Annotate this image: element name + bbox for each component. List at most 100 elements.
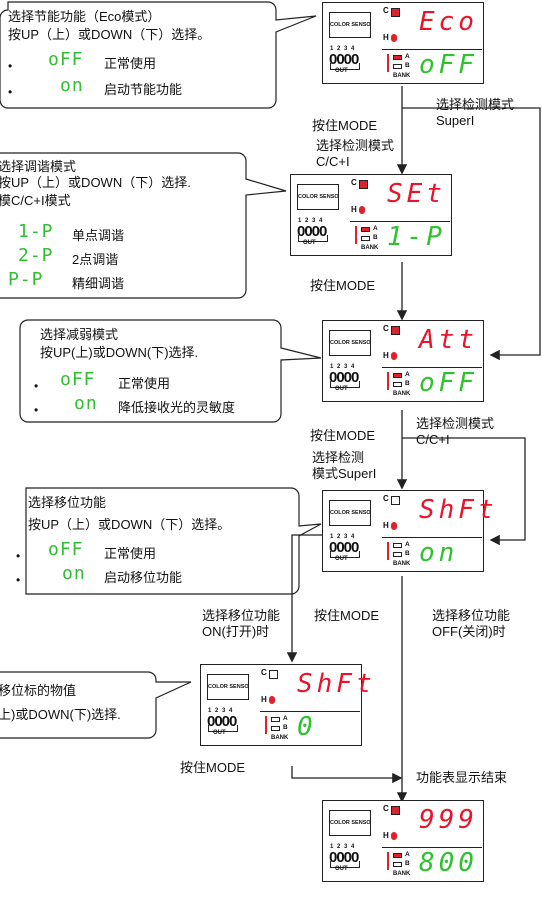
- bubble-5-instruction: 上)或DOWN(下)选择.: [0, 707, 121, 722]
- bank-label: BANK: [271, 735, 289, 741]
- shift-on-label: ON(打开)时: [202, 624, 270, 639]
- bank-b-label: B: [373, 234, 378, 241]
- bank-a-label: A: [405, 541, 410, 548]
- bank-bar: [387, 542, 389, 560]
- output-leds: 0000: [329, 849, 359, 866]
- h-indicator: [391, 34, 397, 42]
- green-display: oFF: [419, 50, 478, 80]
- out-bracket: [330, 551, 360, 558]
- bubble-4-outline: [25, 487, 322, 595]
- option-code: 2-P: [18, 245, 54, 266]
- separator: [382, 847, 482, 848]
- output-leds: 0000: [297, 223, 327, 240]
- red-display: ShFt: [297, 669, 376, 699]
- hold-mode-label: 按住MODE: [180, 760, 246, 775]
- option-code: oFF: [48, 539, 84, 560]
- red-display: SEt: [387, 179, 446, 209]
- hold-mode-label: 按住MODE: [312, 118, 378, 133]
- out-bracket: [208, 725, 238, 732]
- bank-b-label: B: [405, 550, 410, 557]
- output-numbers: 1 2 3 4: [208, 708, 234, 714]
- bubble-4-title: 选择移位功能: [28, 495, 107, 510]
- bank-a-indicator: [393, 543, 402, 548]
- bank-label: BANK: [393, 561, 411, 567]
- red-display: Eco: [419, 7, 478, 37]
- option-code: 1-P: [18, 221, 54, 242]
- bank-a-indicator: [393, 55, 402, 60]
- select-mode-label: SuperI: [436, 113, 475, 128]
- output-leds: 0000: [329, 369, 359, 386]
- green-display: 1-P: [387, 222, 446, 252]
- shift-on-label: 选择移位功能: [202, 608, 281, 623]
- h-indicator: [269, 696, 275, 704]
- option-text: 精细调谐: [72, 276, 125, 291]
- bank-a-label: A: [405, 851, 410, 858]
- bubble-3-title: 选择减弱模式: [40, 327, 119, 342]
- bank-a-indicator: [393, 853, 402, 858]
- end-label: 功能表显示结束: [416, 770, 508, 785]
- out-bracket: [330, 381, 360, 388]
- bullet: •: [16, 549, 21, 563]
- bank-b-label: B: [405, 860, 410, 867]
- option-text: 启动节能功能: [104, 82, 183, 97]
- c-indicator: [391, 326, 400, 335]
- bank-a-indicator: [393, 373, 402, 378]
- bullet: •: [8, 59, 13, 73]
- shift-off-label: OFF(关闭)时: [432, 624, 506, 639]
- out-label: OUT: [335, 556, 348, 562]
- c-label: C: [261, 668, 267, 677]
- bank-a-indicator: [361, 227, 370, 232]
- output-leds: 0000: [329, 539, 359, 556]
- bank-b-indicator: [271, 726, 280, 731]
- green-display: oFF: [419, 368, 478, 398]
- out-label: OUT: [335, 386, 348, 392]
- option-code: on: [60, 75, 84, 96]
- green-display: on: [419, 538, 459, 568]
- red-display: 999: [419, 805, 478, 835]
- bubble-1-instruction: 按UP（上）或DOWN（下）选择。: [8, 27, 211, 42]
- bank-bar: [265, 716, 267, 734]
- h-label: H: [383, 33, 389, 42]
- select-mode-label: 选择检测模式: [316, 138, 395, 153]
- select-mode-label: 选择检测模式: [436, 97, 515, 112]
- hold-mode-label: 按住MODE: [314, 608, 380, 623]
- bubble-5-outline: [0, 671, 192, 739]
- green-display: 800: [419, 848, 478, 878]
- select-mode-label: C/C+I: [316, 154, 350, 169]
- option-code: oFF: [48, 49, 84, 70]
- bank-a-label: A: [405, 53, 410, 60]
- out-label: OUT: [213, 730, 226, 736]
- h-label: H: [383, 831, 389, 840]
- hold-mode-label: 按住MODE: [310, 428, 376, 443]
- select-mode-label: 选择检测: [312, 450, 365, 465]
- sensor-logo: COLOR SENSOR: [329, 810, 371, 836]
- bank-label: BANK: [361, 245, 379, 251]
- output-numbers: 1 2 3 4: [330, 534, 356, 540]
- option-text: 正常使用: [118, 376, 171, 391]
- h-label: H: [383, 351, 389, 360]
- option-code: oFF: [60, 369, 96, 390]
- select-mode-label: 选择检测模式: [416, 416, 495, 431]
- bank-label: BANK: [393, 871, 411, 877]
- bullet: •: [34, 379, 39, 393]
- sensor-logo: COLOR SENSOR: [297, 184, 339, 210]
- green-display: 0: [297, 712, 317, 742]
- c-indicator: [359, 180, 368, 189]
- out-label: OUT: [335, 68, 348, 74]
- bank-b-label: B: [283, 724, 288, 731]
- option-text: 启动移位功能: [104, 570, 183, 585]
- bank-b-indicator: [393, 382, 402, 387]
- bubble-5-title: 移位标的物值: [0, 683, 77, 698]
- bank-bar: [355, 226, 357, 244]
- bullet: •: [8, 85, 13, 99]
- bank-a-indicator: [271, 717, 280, 722]
- h-indicator: [359, 206, 365, 214]
- output-leds: 0000: [207, 713, 237, 730]
- separator: [350, 221, 450, 222]
- h-indicator: [391, 352, 397, 360]
